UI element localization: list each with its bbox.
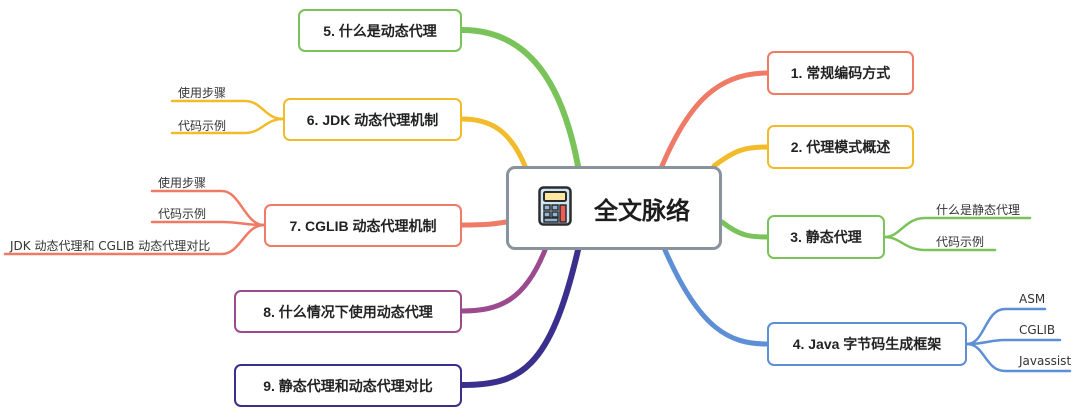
sub-connector-cglib-2 — [150, 220, 266, 227]
leaf-javassist[interactable]: Javassist — [1019, 354, 1072, 368]
leaf-static-what[interactable]: 什么是静态代理 — [936, 203, 1021, 217]
sub-connector-bc-2 — [965, 338, 1062, 346]
connector-4 — [662, 247, 770, 347]
leaf-asm[interactable]: ASM — [1019, 292, 1046, 306]
branch-node-7[interactable]: 7. CGLIB 动态代理机制 — [264, 204, 462, 247]
leaf-jdk-steps[interactable]: 使用步骤 — [178, 86, 227, 100]
sub-connector-bc-3 — [965, 342, 1072, 373]
connector-1 — [659, 70, 770, 169]
leaf-cglib-code[interactable]: 代码示例 — [158, 207, 207, 221]
leaf-cglib-compare[interactable]: JDK 动态代理和 CGLIB 动态代理对比 — [10, 239, 211, 253]
branch-node-2[interactable]: 2. 代理模式概述 — [767, 125, 914, 169]
leaf-cglib[interactable]: CGLIB — [1019, 323, 1056, 337]
branch-node-1[interactable]: 1. 常规编码方式 — [767, 51, 914, 95]
connector-7 — [459, 219, 509, 228]
connector-2 — [711, 144, 770, 169]
connector-3 — [719, 219, 770, 240]
branch-node-8[interactable]: 8. 什么情况下使用动态代理 — [234, 290, 462, 333]
branch-node-5[interactable]: 5. 什么是动态代理 — [298, 9, 462, 52]
connector-5 — [459, 27, 581, 169]
root-title: 全文脉络 — [594, 196, 690, 225]
sub-connector-cglib-3 — [3, 223, 266, 256]
branch-node-6[interactable]: 6. JDK 动态代理机制 — [283, 98, 462, 141]
branch-node-3[interactable]: 3. 静态代理 — [767, 215, 885, 259]
sub-connector-jdk-2 — [170, 117, 285, 135]
leaf-jdk-code[interactable]: 代码示例 — [178, 119, 227, 133]
connector-6 — [459, 116, 528, 169]
calculator-icon — [538, 185, 572, 231]
leaf-static-code[interactable]: 代码示例 — [936, 235, 985, 249]
branch-node-4[interactable]: 4. Java 字节码生成框架 — [767, 322, 967, 366]
leaf-cglib-steps[interactable]: 使用步骤 — [158, 176, 207, 190]
sub-connector-static-2 — [883, 235, 997, 252]
connector-8 — [459, 247, 548, 314]
connector-9 — [459, 247, 581, 388]
root-node[interactable]: 全文脉络 — [506, 166, 722, 250]
branch-node-9[interactable]: 9. 静态代理和动态代理对比 — [234, 364, 462, 407]
